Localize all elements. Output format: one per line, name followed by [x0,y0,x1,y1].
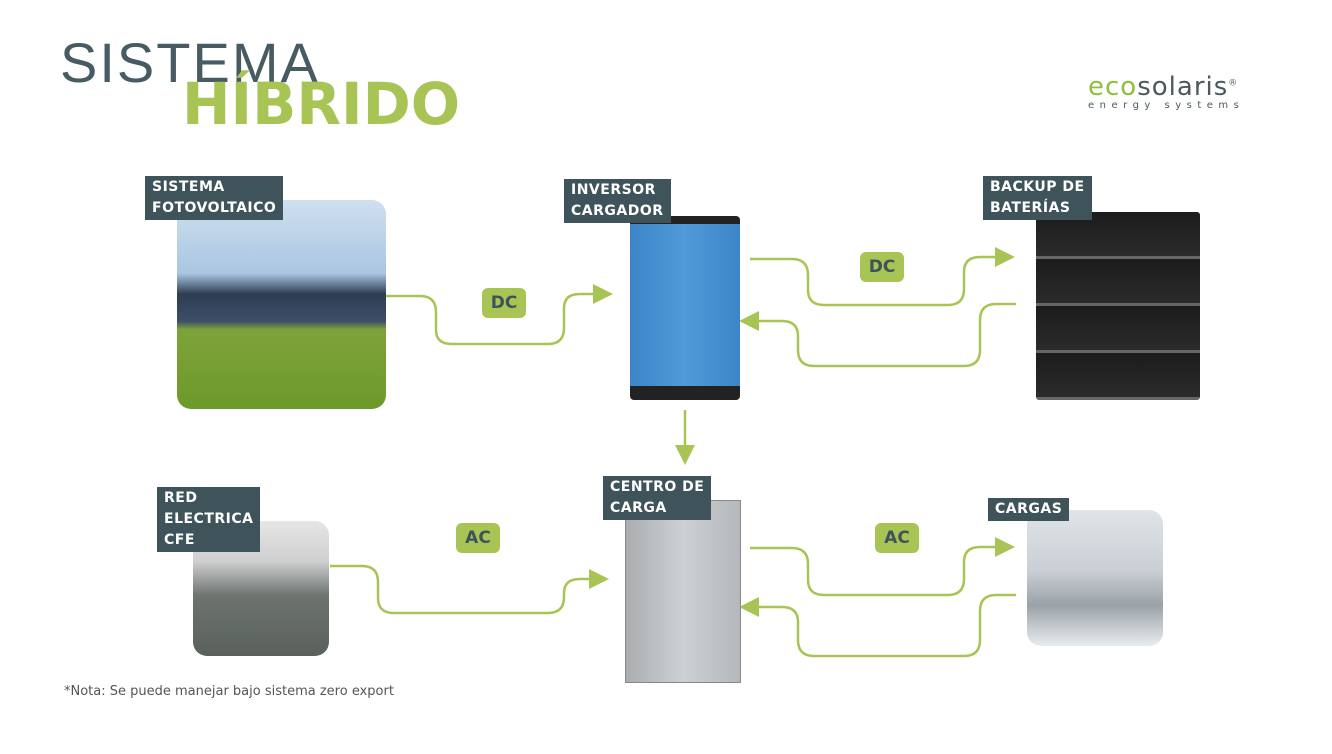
inverter-photo [630,216,740,400]
tag-ac-grid: AC [456,523,500,553]
ecosolaris-logo: ecosolaris® energy systems [1088,72,1244,111]
label-pv: SISTEMA FOTOVOLTAICO [145,176,284,220]
arrow-inverter-battery [750,247,1015,307]
label-grid: RED ELECTRICA CFE [157,487,261,552]
label-grid-line2: ELECTRICA [164,511,254,527]
arrow-pv-inverter [386,284,613,346]
logo-reg: ® [1228,78,1239,89]
label-grid-line1: RED [164,490,198,506]
logo-tagline: energy systems [1088,100,1245,111]
label-loads-line1: CARGAS [995,501,1063,517]
tag-ac-loads: AC [875,523,919,553]
label-battery-line1: BACKUP DE [990,179,1085,195]
solar-panels-photo [177,200,386,409]
label-inverter-line1: INVERSOR [571,182,656,198]
label-loads: CARGAS [988,498,1070,521]
arrow-grid-panel [330,564,609,615]
tag-dc-battery: DC [860,252,904,282]
label-pv-line1: SISTEMA [152,179,225,195]
arrow-panel-loads [750,537,1015,597]
title-line1: SISTEMA [60,31,320,94]
load-center-photo [625,500,741,683]
label-panel-line1: CENTRO DE [610,479,705,495]
label-inverter: INVERSOR CARGADOR [564,179,671,223]
logo-brand: solaris [1137,72,1229,102]
tag-dc-pv: DC [482,288,526,318]
logo-eco: eco [1088,72,1138,102]
label-battery: BACKUP DE BATERÍAS [983,176,1092,220]
title-line2: HÍBRIDO [182,70,461,138]
battery-rack-photo [1036,212,1200,400]
loads-motors-photo [1027,510,1163,646]
arrow-battery-inverter [739,302,1016,368]
label-battery-line2: BATERÍAS [990,200,1071,216]
label-panel: CENTRO DE CARGA [603,476,712,520]
label-pv-line2: FOTOVOLTAICO [152,200,277,216]
footnote: *Nota: Se puede manejar bajo sistema zer… [64,684,394,699]
label-inverter-line2: CARGADOR [571,203,664,219]
arrow-loads-panel [739,593,1016,658]
label-grid-line3: CFE [164,532,195,548]
label-panel-line2: CARGA [610,500,667,516]
